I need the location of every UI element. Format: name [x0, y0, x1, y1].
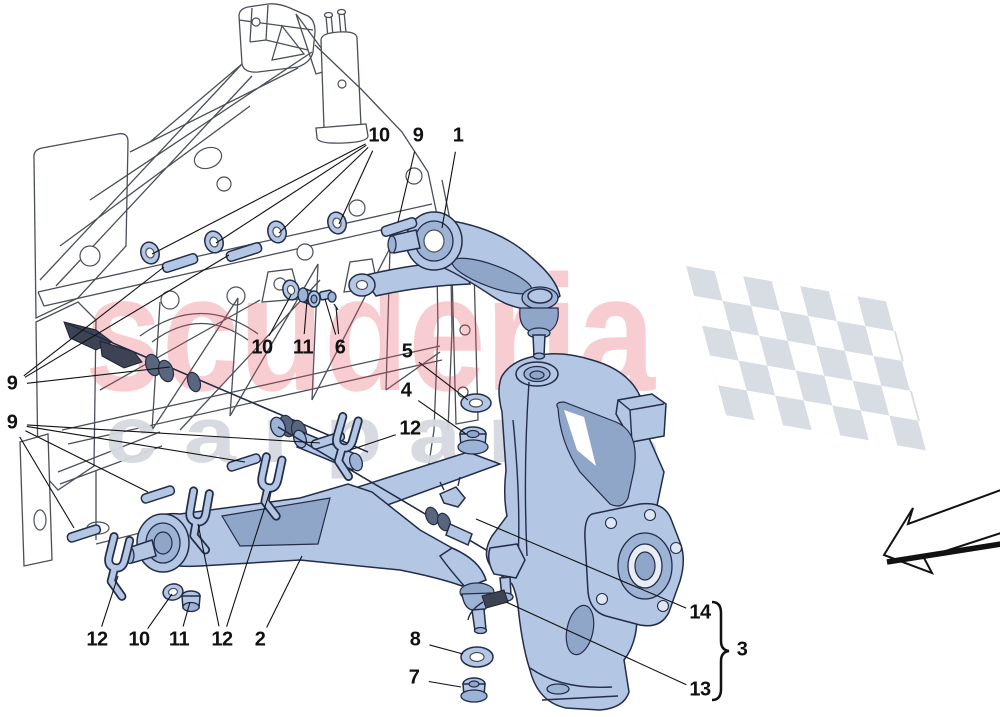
- pin: [225, 241, 263, 263]
- callout-14: 14: [689, 601, 711, 624]
- leader-line-1: [441, 151, 456, 229]
- callout-5: 5: [401, 340, 413, 363]
- leader-line-9: [24, 254, 230, 378]
- washer: [460, 393, 492, 413]
- washer: [327, 211, 347, 235]
- steering-knuckle: [467, 353, 684, 711]
- washer: [140, 241, 160, 265]
- callout-10: 10: [251, 336, 273, 359]
- direction-arrow-icon: [882, 489, 1000, 575]
- leader-line-9: [25, 430, 149, 493]
- callout-10: 10: [368, 124, 390, 147]
- leader-line-13: [505, 601, 687, 686]
- leader-line-10: [147, 593, 173, 630]
- leader-line-5: [418, 361, 469, 401]
- leader-lines: [19, 143, 687, 688]
- callout-11: 11: [292, 336, 314, 359]
- callout-10: 10: [128, 628, 150, 651]
- leader-line-10: [268, 294, 292, 337]
- abs-sensor: [467, 589, 509, 621]
- leader-line-6: [335, 306, 340, 335]
- upper-wishbone: [348, 211, 561, 360]
- leader-line-10: [151, 143, 366, 255]
- pin: [380, 216, 418, 238]
- pin: [226, 453, 262, 472]
- washer: [267, 220, 287, 244]
- washer: [460, 646, 494, 668]
- callout-9: 9: [6, 411, 18, 434]
- callout-9: 9: [412, 124, 424, 147]
- washer: [162, 583, 184, 601]
- leader-line-9: [23, 266, 165, 377]
- leader-line-9: [397, 151, 416, 223]
- leader-line-10: [338, 150, 374, 225]
- leader-line-9: [19, 436, 75, 529]
- callout-11: 11: [168, 628, 190, 651]
- leader-line-12: [197, 523, 220, 627]
- leader-line-11: [182, 601, 191, 627]
- leader-line-6: [324, 298, 337, 335]
- callout-7: 7: [408, 666, 420, 689]
- washer: [282, 279, 300, 301]
- callout-4: 4: [400, 379, 412, 402]
- leader-line-11: [303, 299, 308, 335]
- fork-clip: [101, 537, 136, 597]
- leader-line-12: [349, 434, 396, 451]
- callout-8: 8: [409, 628, 421, 651]
- leader-line-9: [26, 424, 321, 444]
- callout-13: 13: [689, 678, 711, 701]
- leader-line-14: [475, 518, 687, 609]
- pin: [66, 524, 102, 543]
- leader-line-9: [26, 366, 171, 384]
- bolt-fitting: [318, 289, 339, 311]
- callout-6: 6: [334, 336, 346, 359]
- lower-wishbone: [125, 451, 503, 635]
- leader-line-4: [417, 400, 467, 435]
- leader-line-8: [429, 644, 464, 655]
- leader-line-12: [101, 575, 119, 627]
- leader-line-10: [278, 146, 369, 234]
- callout-12: 12: [399, 417, 421, 440]
- checkered-flag-watermark: [686, 266, 928, 451]
- leader-line-2: [266, 555, 303, 628]
- callout-12: 12: [86, 628, 108, 651]
- bushing: [297, 286, 321, 308]
- washers-and-pins: [66, 211, 494, 703]
- callout-9: 9: [6, 372, 18, 395]
- group-brace: [711, 600, 730, 702]
- leader-line-12: [226, 490, 271, 627]
- callout-2: 2: [254, 628, 266, 651]
- leader-line-9: [26, 425, 246, 463]
- flange-nut: [460, 677, 488, 703]
- leader-line-10: [215, 144, 367, 244]
- pin: [140, 485, 176, 504]
- callout-1: 1: [452, 124, 464, 147]
- hex-nut: [181, 590, 201, 613]
- leader-line-7: [428, 680, 462, 688]
- callout-12: 12: [211, 628, 233, 651]
- callout-3: 3: [736, 638, 748, 661]
- flange-nut: [457, 426, 489, 455]
